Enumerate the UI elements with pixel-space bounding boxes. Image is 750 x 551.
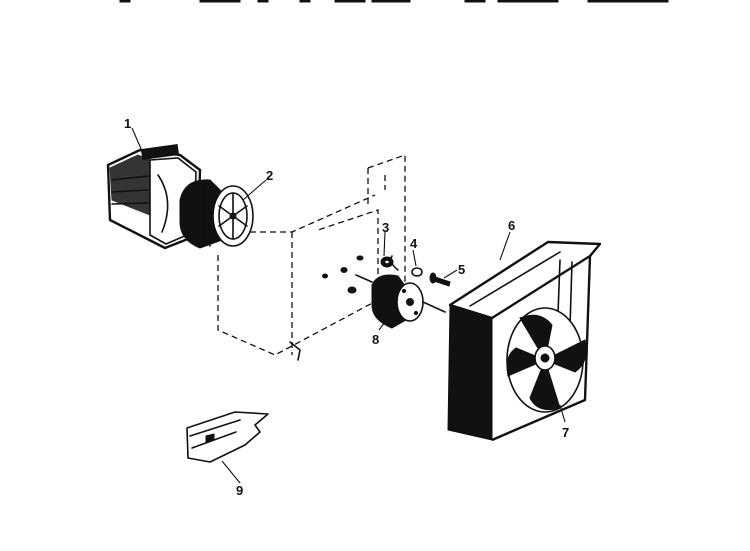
callout-2: 2 [266,168,273,183]
callout-9: 9 [236,483,243,498]
callout-5: 5 [458,262,465,277]
callout-1: 1 [124,116,131,131]
part-6-condenser-shroud [447,240,602,442]
callout-3: 3 [382,220,389,235]
part-2-blower-wheel [179,179,254,249]
part-7-fan-blade [506,307,587,413]
part-1-blower-housing [106,143,202,250]
part-8-motor [371,255,446,329]
cabinet-outline [217,154,406,361]
part-9-bracket [186,411,269,463]
callout-8: 8 [372,332,379,347]
callout-6: 6 [508,218,515,233]
part-5-bolt [429,272,451,287]
callout-labels: 1 2 3 4 5 6 7 8 9 [124,116,569,498]
leader-lines [131,127,566,484]
part-3-grommet [380,256,394,268]
top-edge-marks [119,0,669,3]
callout-7: 7 [562,425,569,440]
part-4-washer [411,267,423,277]
callout-4: 4 [410,236,418,251]
small-hardware [322,255,373,294]
